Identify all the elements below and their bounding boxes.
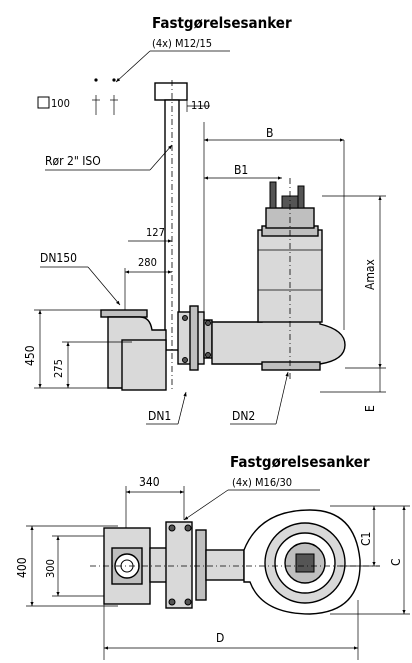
- pump-volute: [211, 315, 346, 365]
- dim-275-label: 275: [52, 359, 65, 378]
- dn2-leader: [275, 371, 289, 425]
- anchor-title-bottom: Fastgørelsesanker: [230, 453, 370, 471]
- square-symbol: [37, 96, 50, 109]
- dn150-leader: [87, 266, 121, 306]
- dn1-leader: [177, 391, 187, 425]
- square-size-label: 100: [51, 97, 70, 110]
- dim-280-label: 280: [138, 256, 157, 269]
- dim-450-label: 450: [23, 345, 37, 366]
- plan-coupling: [165, 521, 193, 609]
- dn2-label: DN2: [232, 409, 255, 423]
- dim-B-label: B: [266, 126, 273, 140]
- dim-127-label: 127: [146, 226, 165, 239]
- plan-view: Fastgørelsesanker (4x) M16/30 340 400 30…: [15, 453, 410, 660]
- dn150-label: DN150: [40, 251, 77, 265]
- dn1-label: DN1: [148, 409, 171, 423]
- discharge-flange: [100, 309, 148, 318]
- dim-300-label: 300: [44, 559, 57, 578]
- dim-Amax-label: Amax: [363, 258, 377, 290]
- anchor-leader-bottom: [183, 489, 229, 521]
- coupling-flange: [189, 305, 199, 371]
- plan-coupling-flange: [195, 529, 207, 601]
- side-view: Fastgørelsesanker (4x) M12/15 100 110 Rø…: [23, 14, 386, 425]
- dim-E-label: E: [363, 405, 377, 412]
- anchor-spec-bottom: (4x) M16/30: [232, 476, 292, 489]
- pipe-spec-label: Rør 2" ISO: [45, 154, 101, 168]
- dim-B1-label: B1: [234, 163, 248, 177]
- plan-cable-box: [295, 553, 315, 573]
- plan-discharge-pipe: [205, 549, 245, 581]
- anchor-title-top: Fastgørelsesanker: [152, 14, 292, 32]
- anchor-leader-top: [115, 50, 151, 83]
- dim-110-label: 110: [191, 99, 210, 112]
- dim-400-label: 400: [15, 557, 29, 578]
- anchor-bolts-top: [92, 78, 118, 115]
- dim-C1-label: C1: [359, 532, 373, 546]
- lifting-eye-left: [269, 181, 277, 209]
- pipe-top-bracket: [154, 82, 188, 101]
- pedestal: [121, 339, 167, 391]
- dim-C-label: C: [389, 558, 403, 566]
- pipe-leader: [149, 144, 173, 171]
- dim-340-label: 340: [139, 475, 160, 489]
- lifting-eye-right: [297, 185, 305, 209]
- anchor-spec-top: (4x) M12/15: [152, 37, 212, 50]
- dim-D-label: D: [216, 631, 224, 645]
- pump-base-plate: [261, 361, 321, 371]
